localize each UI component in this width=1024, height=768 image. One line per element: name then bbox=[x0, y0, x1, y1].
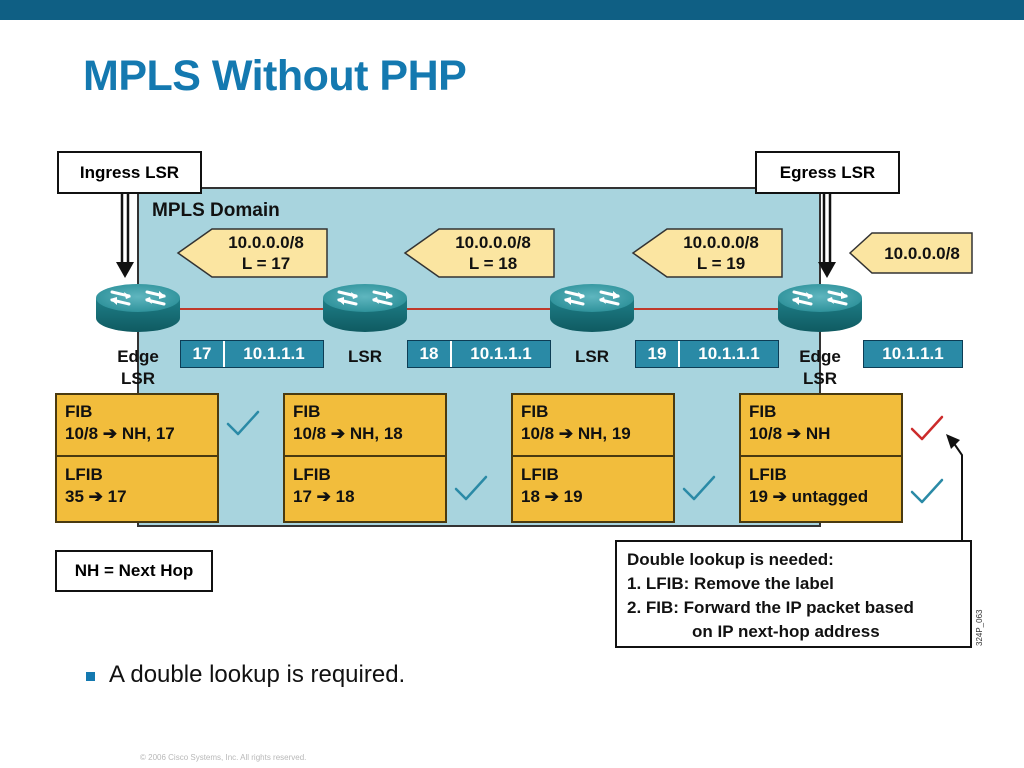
router-icon bbox=[94, 282, 182, 334]
slide-title: MPLS Without PHP bbox=[83, 52, 467, 100]
arrow-right-icon: ➔ bbox=[772, 487, 787, 506]
lfib-section: LFIB 35 ➔ 17 bbox=[65, 465, 127, 506]
packet-4: 10.1.1.1 bbox=[863, 340, 963, 368]
router-icon bbox=[776, 282, 864, 334]
forwarding-table-4: FIB 10/8 ➔ NH LFIB 19 ➔ untagged bbox=[739, 393, 903, 523]
bullet-square-icon bbox=[86, 671, 95, 681]
route-advert-prefix: 10.0.0.0/8 bbox=[228, 233, 304, 252]
route-advert-prefix: 10.0.0.0/8 bbox=[455, 233, 531, 252]
arrow-right-icon: ➔ bbox=[558, 424, 574, 443]
route-advert-2: 10.0.0.0/8 L = 18 bbox=[433, 232, 553, 274]
packet-3: 19 10.1.1.1 bbox=[635, 340, 779, 368]
fib-section: FIB 10/8 ➔ NH bbox=[741, 395, 901, 457]
check-bad-icon bbox=[910, 415, 944, 441]
bullet-point: A double lookup is required. bbox=[86, 661, 405, 689]
copyright: © 2006 Cisco Systems, Inc. All rights re… bbox=[140, 753, 307, 762]
egress-lsr-label: Egress LSR bbox=[755, 151, 900, 194]
lfib-section: LFIB 18 ➔ 19 bbox=[521, 465, 583, 506]
double-lookup-note: Double lookup is needed: 1. LFIB: Remove… bbox=[615, 540, 972, 648]
router-icon bbox=[548, 282, 636, 334]
bullet-text: A double lookup is required. bbox=[109, 661, 406, 688]
route-advert-prefix: 10.0.0.0/8 bbox=[683, 233, 759, 252]
packet-ip: 10.1.1.1 bbox=[698, 344, 760, 363]
legend-next-hop: NH = Next Hop bbox=[55, 550, 213, 592]
forwarding-table-2: FIB 10/8 ➔ NH, 18 LFIB 17 ➔ 18 bbox=[283, 393, 447, 523]
top-bar bbox=[0, 0, 1024, 20]
image-id: 324P_063 bbox=[975, 609, 984, 646]
mpls-domain-label: MPLS Domain bbox=[152, 200, 280, 221]
packet-label: 19 bbox=[636, 341, 680, 367]
note-pointer-head bbox=[946, 434, 960, 449]
packet-ip: 10.1.1.1 bbox=[882, 344, 944, 363]
route-advert-3: 10.0.0.0/8 L = 19 bbox=[661, 232, 781, 274]
forwarding-table-1: FIB 10/8 ➔ NH, 17 LFIB 35 ➔ 17 bbox=[55, 393, 219, 523]
route-advert-3-shape bbox=[631, 228, 783, 278]
arrow-right-icon: ➔ bbox=[330, 424, 346, 443]
router-name-2: LSR bbox=[348, 347, 382, 366]
route-advert-2-shape bbox=[403, 228, 555, 278]
lfib-section: LFIB 19 ➔ untagged bbox=[749, 465, 869, 506]
arrow-right-icon: ➔ bbox=[544, 487, 559, 506]
fib-section: FIB 10/8 ➔ NH, 17 bbox=[57, 395, 217, 457]
forwarding-table-3: FIB 10/8 ➔ NH, 19 LFIB 18 ➔ 19 bbox=[511, 393, 675, 523]
ingress-arrow-head bbox=[116, 262, 134, 278]
route-advert-label: L = 19 bbox=[696, 254, 746, 273]
router-name-3: LSR bbox=[575, 347, 609, 366]
arrow-right-icon: ➔ bbox=[88, 487, 103, 506]
packet-2: 18 10.1.1.1 bbox=[407, 340, 551, 368]
route-advert-1-shape bbox=[176, 228, 328, 278]
check-icon bbox=[910, 478, 944, 504]
lfib-section: LFIB 17 ➔ 18 bbox=[293, 465, 355, 506]
fib-section: FIB 10/8 ➔ NH, 18 bbox=[285, 395, 445, 457]
route-advert-4-shape bbox=[848, 232, 973, 274]
ingress-lsr-label: Ingress LSR bbox=[57, 151, 202, 194]
packet-label: 17 bbox=[181, 341, 225, 367]
fib-section: FIB 10/8 ➔ NH, 19 bbox=[513, 395, 673, 457]
packet-ip: 10.1.1.1 bbox=[243, 344, 305, 363]
packet-1: 17 10.1.1.1 bbox=[180, 340, 324, 368]
route-advert-label: L = 18 bbox=[468, 254, 518, 273]
route-advert-4: 10.0.0.0/8 bbox=[872, 243, 972, 264]
arrow-right-icon: ➔ bbox=[102, 424, 118, 443]
router-name-4: Edge LSR bbox=[799, 347, 841, 388]
egress-arrow-head bbox=[818, 262, 836, 278]
packet-ip: 10.1.1.1 bbox=[470, 344, 532, 363]
arrow-right-icon: ➔ bbox=[786, 424, 802, 443]
route-advert-1: 10.0.0.0/8 L = 17 bbox=[206, 232, 326, 274]
router-name-1: Edge LSR bbox=[117, 347, 159, 388]
route-advert-prefix: 10.0.0.0/8 bbox=[884, 244, 960, 263]
route-advert-label: L = 17 bbox=[241, 254, 291, 273]
note-pointer-line bbox=[952, 441, 963, 540]
arrow-right-icon: ➔ bbox=[316, 487, 331, 506]
packet-label: 18 bbox=[408, 341, 452, 367]
router-icon bbox=[321, 282, 409, 334]
